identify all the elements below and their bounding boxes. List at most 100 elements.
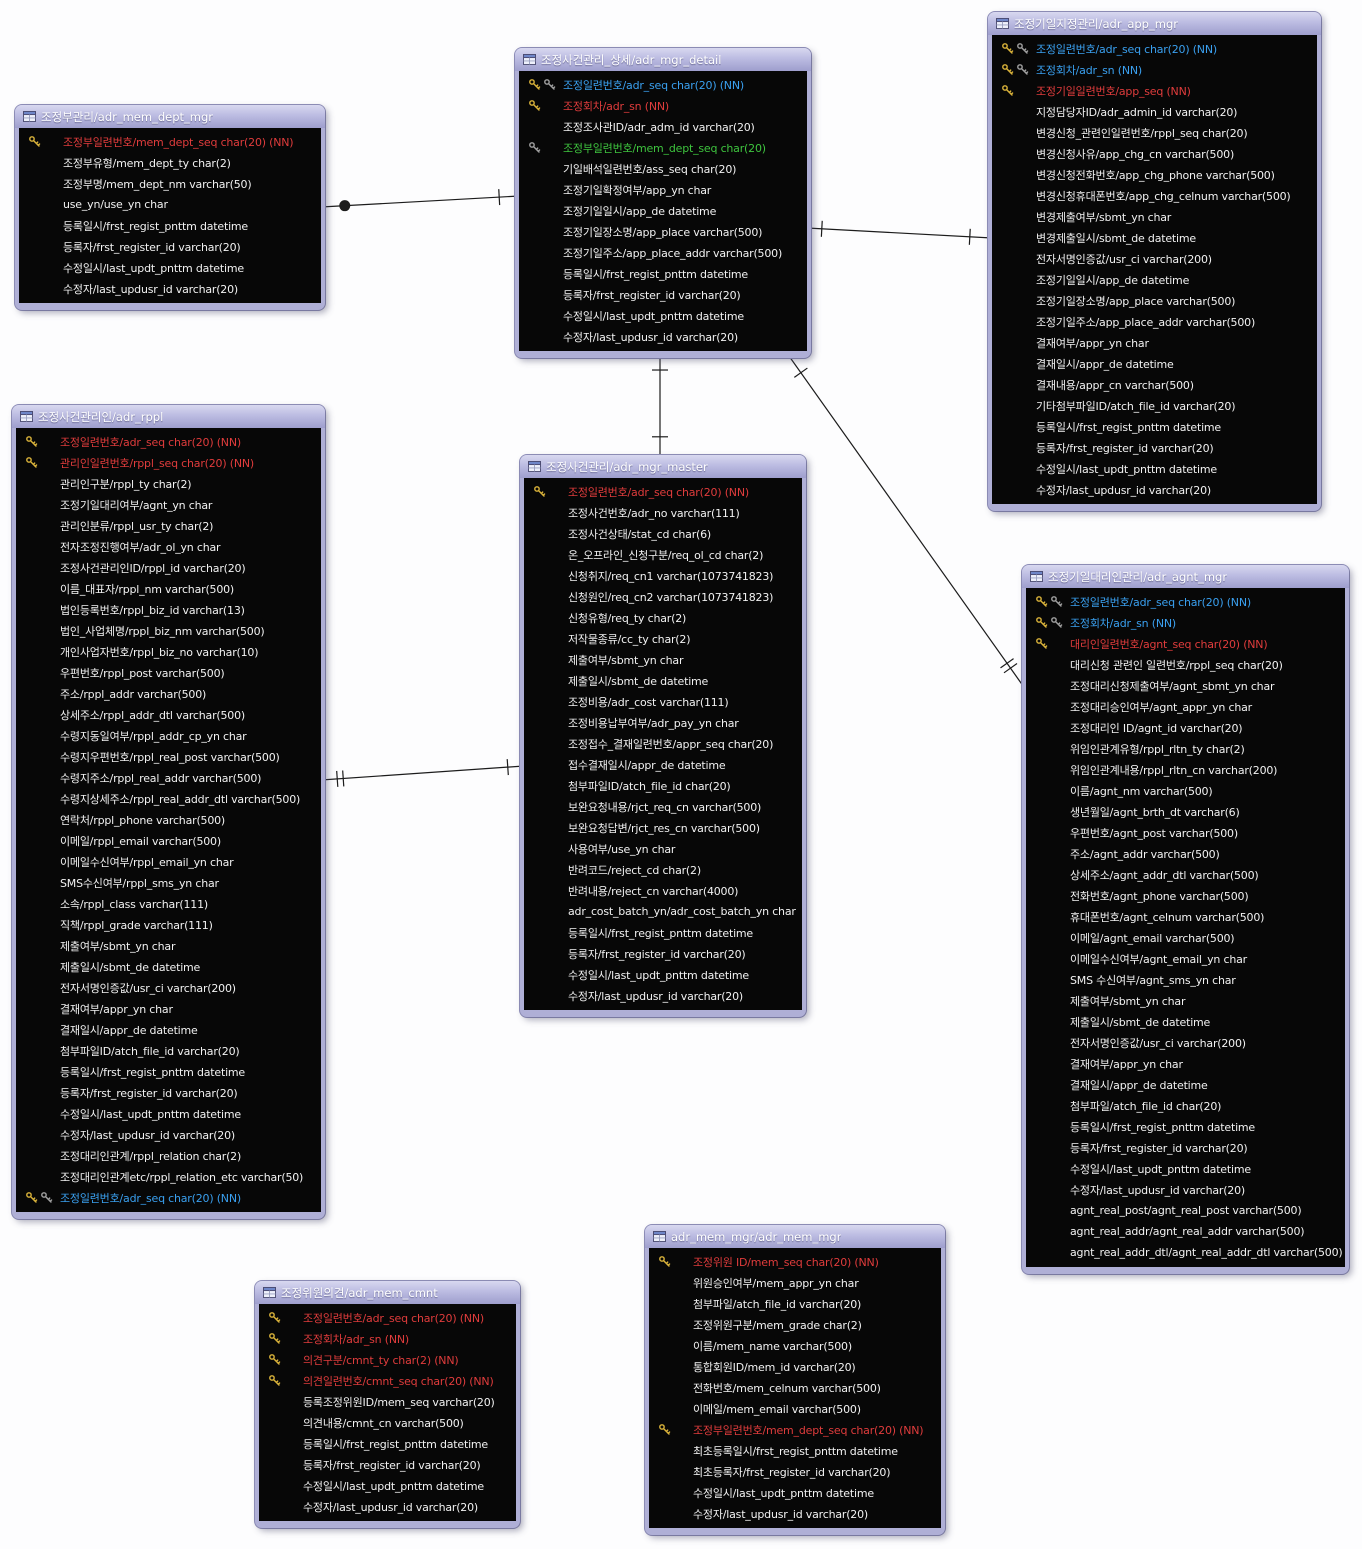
column-row[interactable]: 조정기일주소/app_place_addr varchar(500) <box>519 242 807 263</box>
column-row[interactable]: 첨부파일/atch_file_id varchar(20) <box>649 1293 941 1314</box>
column-row[interactable]: 수정자/last_updusr_id varchar(20) <box>19 278 321 299</box>
column-row[interactable]: 변경제출여부/sbmt_yn char <box>992 206 1317 227</box>
column-row[interactable]: 조정비용/adr_cost varchar(111) <box>524 691 802 712</box>
column-row[interactable]: 등록자/frst_register_id varchar(20) <box>519 284 807 305</box>
column-row[interactable]: 조정위원구분/mem_grade char(2) <box>649 1314 941 1335</box>
column-row[interactable]: 조정부명/mem_dept_nm varchar(50) <box>19 173 321 194</box>
column-row[interactable]: 신청원인/req_cn2 varchar(1073741823) <box>524 586 802 607</box>
column-row[interactable]: 제출여부/sbmt_yn char <box>1026 990 1345 1011</box>
column-row[interactable]: 수정자/last_updusr_id varchar(20) <box>259 1496 516 1517</box>
column-row[interactable]: 결재여부/appr_yn char <box>16 998 321 1019</box>
column-row[interactable]: 조정사건관리인ID/rppl_id varchar(20) <box>16 557 321 578</box>
column-row[interactable]: 상세주소/rppl_addr_dtl varchar(500) <box>16 704 321 725</box>
entity-adr_mem_dept_mgr[interactable]: 조정부관리/adr_mem_dept_mgr 조정부일련번호/mem_dept_s… <box>15 105 325 310</box>
column-row[interactable]: 수령지상세주소/rppl_real_addr_dtl varchar(500) <box>16 788 321 809</box>
column-row[interactable]: 조정일련번호/adr_seq char(20) (NN) <box>524 481 802 502</box>
column-row[interactable]: agnt_real_post/agnt_real_post varchar(50… <box>1026 1200 1345 1221</box>
column-row[interactable]: 조정일련번호/adr_seq char(20) (NN) <box>16 431 321 452</box>
column-row[interactable]: 전자조정진행여부/adr_ol_yn char <box>16 536 321 557</box>
column-row[interactable]: 수정일시/last_updt_pnttm datetime <box>16 1103 321 1124</box>
relationship-detail-to-agnt[interactable] <box>788 355 1027 691</box>
column-row[interactable]: 수정일시/last_updt_pnttm datetime <box>19 257 321 278</box>
column-row[interactable]: 조정대리승인여부/agnt_appr_yn char <box>1026 696 1345 717</box>
column-row[interactable]: agnt_real_addr/agnt_real_addr varchar(50… <box>1026 1221 1345 1242</box>
column-row[interactable]: 변경신청휴대폰번호/app_chg_celnum varchar(500) <box>992 185 1317 206</box>
column-row[interactable]: 조정일련번호/adr_seq char(20) (NN) <box>16 1187 321 1208</box>
column-row[interactable]: 관리인일련번호/rppl_seq char(20) (NN) <box>16 452 321 473</box>
column-row[interactable]: 수정자/last_updusr_id varchar(20) <box>524 985 802 1006</box>
column-row[interactable]: 사용여부/use_yn char <box>524 838 802 859</box>
column-row[interactable]: 결재여부/appr_yn char <box>1026 1053 1345 1074</box>
column-row[interactable]: 제출일시/sbmt_de datetime <box>16 956 321 977</box>
column-row[interactable]: 조정기일주소/app_place_addr varchar(500) <box>992 311 1317 332</box>
column-row[interactable]: 조정대리신청제출여부/agnt_sbmt_yn char <box>1026 675 1345 696</box>
column-row[interactable]: 지정담당자ID/adr_admin_id varchar(20) <box>992 101 1317 122</box>
column-row[interactable]: 결재일시/appr_de datetime <box>1026 1074 1345 1095</box>
column-row[interactable]: 등록자/frst_register_id varchar(20) <box>1026 1137 1345 1158</box>
entity-header-adr_mem_dept_mgr[interactable]: 조정부관리/adr_mem_dept_mgr <box>15 105 325 128</box>
column-row[interactable]: 등록일시/frst_regist_pnttm datetime <box>992 416 1317 437</box>
column-row[interactable]: 소속/rppl_class varchar(111) <box>16 893 321 914</box>
column-row[interactable]: 법인_사업체명/rppl_biz_nm varchar(500) <box>16 620 321 641</box>
column-row[interactable]: 반려코드/reject_cd char(2) <box>524 859 802 880</box>
column-row[interactable]: 제출여부/sbmt_yn char <box>16 935 321 956</box>
column-row[interactable]: 수정일시/last_updt_pnttm datetime <box>519 305 807 326</box>
column-row[interactable]: 첨부파일/atch_file_id char(20) <box>1026 1095 1345 1116</box>
column-row[interactable]: 조정부일련번호/mem_dept_seq char(20) (NN) <box>19 131 321 152</box>
relationship-rppl-to-master[interactable] <box>320 759 525 787</box>
column-row[interactable]: 조정부일련번호/mem_dept_seq char(20) <box>519 137 807 158</box>
column-row[interactable]: 조정비용납부여부/adr_pay_yn char <box>524 712 802 733</box>
relationship-detail-to-master[interactable] <box>652 352 668 458</box>
column-row[interactable]: 이름/mem_name varchar(500) <box>649 1335 941 1356</box>
column-row[interactable]: 조정대리인관계etc/rppl_relation_etc varchar(50) <box>16 1166 321 1187</box>
entity-header-adr_mgr_master[interactable]: 조정사건관리/adr_mgr_master <box>520 455 806 478</box>
column-row[interactable]: 전화번호/mem_celnum varchar(500) <box>649 1377 941 1398</box>
column-row[interactable]: 조정위원 ID/mem_seq char(20) (NN) <box>649 1251 941 1272</box>
column-row[interactable]: 조정기일장소명/app_place varchar(500) <box>519 221 807 242</box>
column-row[interactable]: 신청취지/req_cn1 varchar(1073741823) <box>524 565 802 586</box>
column-row[interactable]: 조정회차/adr_sn (NN) <box>519 95 807 116</box>
column-row[interactable]: 조정기일일련번호/app_seq (NN) <box>992 80 1317 101</box>
column-row[interactable]: 수령지동일여부/rppl_addr_cp_yn char <box>16 725 321 746</box>
column-row[interactable]: 조정부일련번호/mem_dept_seq char(20) (NN) <box>649 1419 941 1440</box>
column-row[interactable]: 등록일시/frst_regist_pnttm datetime <box>16 1061 321 1082</box>
column-row[interactable]: 이메일/rppl_email varchar(500) <box>16 830 321 851</box>
column-row[interactable]: 결재내용/appr_cn varchar(500) <box>992 374 1317 395</box>
column-row[interactable]: 조정일련번호/adr_seq char(20) (NN) <box>519 74 807 95</box>
column-row[interactable]: 등록자/frst_register_id varchar(20) <box>524 943 802 964</box>
column-row[interactable]: 이메일수신여부/rppl_email_yn char <box>16 851 321 872</box>
column-row[interactable]: 조정기일대리여부/agnt_yn char <box>16 494 321 515</box>
column-row[interactable]: 조정대리인관계/rppl_relation char(2) <box>16 1145 321 1166</box>
column-row[interactable]: 조정회차/adr_sn (NN) <box>992 59 1317 80</box>
column-row[interactable]: 수정일시/last_updt_pnttm datetime <box>524 964 802 985</box>
column-row[interactable]: 온_오프라인_신청구분/req_ol_cd char(2) <box>524 544 802 565</box>
column-row[interactable]: 의견일련번호/cmnt_seq char(20) (NN) <box>259 1370 516 1391</box>
column-row[interactable]: 조정부유형/mem_dept_ty char(2) <box>19 152 321 173</box>
column-row[interactable]: 보완요청내용/rjct_req_cn varchar(500) <box>524 796 802 817</box>
entity-adr_mem_mgr[interactable]: adr_mem_mgr/adr_mem_mgr 조정위원 ID/mem_seq c… <box>645 1225 945 1535</box>
entity-header-adr_app_mgr[interactable]: 조정기일지정관리/adr_app_mgr <box>988 12 1321 35</box>
column-row[interactable]: 전화번호/agnt_phone varchar(500) <box>1026 885 1345 906</box>
entity-header-adr_mem_mgr[interactable]: adr_mem_mgr/adr_mem_mgr <box>645 1225 945 1248</box>
column-row[interactable]: 첨부파일ID/atch_file_id char(20) <box>524 775 802 796</box>
column-row[interactable]: 조정사건번호/adr_no varchar(111) <box>524 502 802 523</box>
column-row[interactable]: 통합회원ID/mem_id varchar(20) <box>649 1356 941 1377</box>
column-row[interactable]: 조정대리인 ID/agnt_id varchar(20) <box>1026 717 1345 738</box>
column-row[interactable]: 변경신청전화번호/app_chg_phone varchar(500) <box>992 164 1317 185</box>
entity-adr_mgr_master[interactable]: 조정사건관리/adr_mgr_master 조정일련번호/adr_seq char… <box>520 455 806 1017</box>
column-row[interactable]: 등록자/frst_register_id varchar(20) <box>16 1082 321 1103</box>
column-row[interactable]: 기타첨부파일ID/atch_file_id varchar(20) <box>992 395 1317 416</box>
column-row[interactable]: 반려내용/reject_cn varchar(4000) <box>524 880 802 901</box>
column-row[interactable]: 전자서명인증값/usr_ci varchar(200) <box>992 248 1317 269</box>
column-row[interactable]: 조정기일확정여부/app_yn char <box>519 179 807 200</box>
column-row[interactable]: 결재일시/appr_de datetime <box>16 1019 321 1040</box>
column-row[interactable]: 이메일/mem_email varchar(500) <box>649 1398 941 1419</box>
column-row[interactable]: 대리인일련번호/agnt_seq char(20) (NN) <box>1026 633 1345 654</box>
column-row[interactable]: 의견내용/cmnt_cn varchar(500) <box>259 1412 516 1433</box>
column-row[interactable]: 변경제출일시/sbmt_de datetime <box>992 227 1317 248</box>
column-row[interactable]: 이메일/agnt_email varchar(500) <box>1026 927 1345 948</box>
